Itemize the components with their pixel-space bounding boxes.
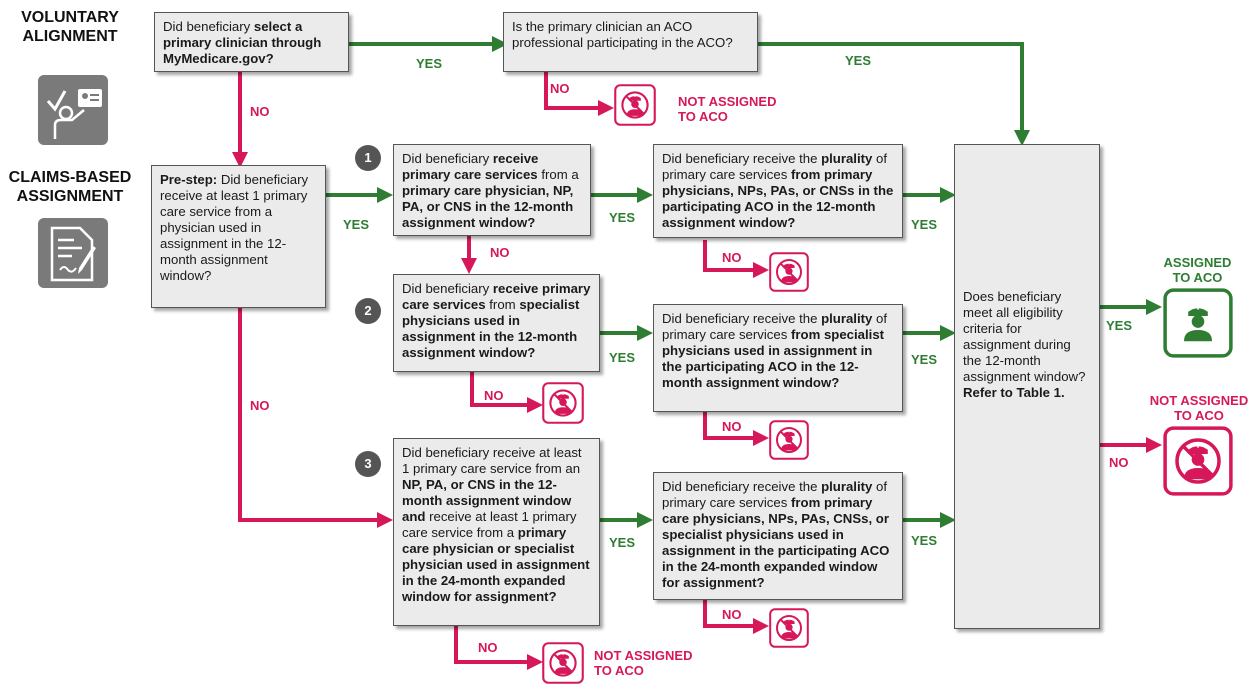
not-assigned-icon	[769, 420, 809, 465]
yes-label: YES	[609, 210, 636, 225]
box-plurality2: Did beneficiary receive the plurality of…	[653, 304, 903, 412]
box-plurality1: Did beneficiary receive the plurality of…	[653, 144, 903, 238]
not-assigned-icon	[769, 252, 809, 297]
box-step1: Did beneficiary receive primary care ser…	[393, 144, 591, 236]
not-assigned-icon	[1163, 426, 1233, 501]
yes-label: YES	[911, 217, 938, 232]
box-step3: Did beneficiary receive at least 1 prima…	[393, 438, 600, 626]
outcome-not-assigned-text: NOT ASSIGNED TO ACO	[594, 648, 693, 678]
box-step2: Did beneficiary receive primary care ser…	[393, 274, 600, 372]
step-number-1: 1	[355, 145, 381, 171]
yes-label: YES	[609, 535, 636, 550]
no-arrow	[470, 372, 543, 413]
yes-label: YES	[609, 350, 636, 365]
step-number-2: 2	[355, 298, 381, 324]
box-prestep: Pre-step: Did beneficiary receive at lea…	[151, 165, 326, 308]
yes-label: YES	[416, 56, 443, 71]
no-arrow	[703, 600, 769, 634]
no-label: NO	[1109, 455, 1129, 470]
assigned-icon	[1163, 288, 1233, 363]
clinician-card-icon	[38, 75, 108, 145]
yes-arrow	[758, 42, 1030, 146]
box-final-eligibility: Does beneficiary meet all eligibility cr…	[954, 144, 1100, 629]
box-plurality3: Did beneficiary receive the plurality of…	[653, 472, 903, 600]
heading-claims-based-assignment: CLAIMS-BASED ASSIGNMENT	[8, 169, 132, 205]
no-label: NO	[722, 607, 742, 622]
step-number-3: 3	[355, 451, 381, 477]
no-label: NO	[250, 104, 270, 119]
no-label: NO	[484, 388, 504, 403]
not-assigned-icon	[614, 84, 656, 131]
yes-label: YES	[1106, 318, 1133, 333]
no-arrow	[703, 412, 769, 446]
yes-label: YES	[343, 217, 370, 232]
yes-label: YES	[845, 53, 872, 68]
no-arrow	[703, 240, 769, 278]
yes-label: YES	[911, 352, 938, 367]
no-label: NO	[250, 398, 270, 413]
not-assigned-icon	[542, 382, 584, 429]
no-label: NO	[478, 640, 498, 655]
no-label: NO	[490, 245, 510, 260]
outcome-not-assigned-text: NOT ASSIGNED TO ACO	[678, 94, 777, 124]
outcome-assigned-text: ASSIGNED TO ACO	[1163, 255, 1232, 285]
signed-document-icon	[38, 218, 108, 288]
no-arrow	[238, 308, 393, 528]
box-aco-professional: Is the primary clinician an ACO professi…	[503, 12, 758, 72]
no-label: NO	[722, 250, 742, 265]
outcome-not-assigned-text: NOT ASSIGNED TO ACO	[1149, 393, 1249, 423]
not-assigned-icon	[542, 642, 584, 689]
no-label: NO	[550, 81, 570, 96]
no-label: NO	[722, 419, 742, 434]
box-mymedicare-selection: Did beneficiary select a primary clinici…	[154, 12, 349, 72]
not-assigned-icon	[769, 608, 809, 653]
yes-label: YES	[911, 533, 938, 548]
no-arrow	[544, 72, 614, 116]
no-arrow	[454, 626, 543, 670]
heading-voluntary-alignment: VOLUNTARY ALIGNMENT	[21, 9, 119, 45]
